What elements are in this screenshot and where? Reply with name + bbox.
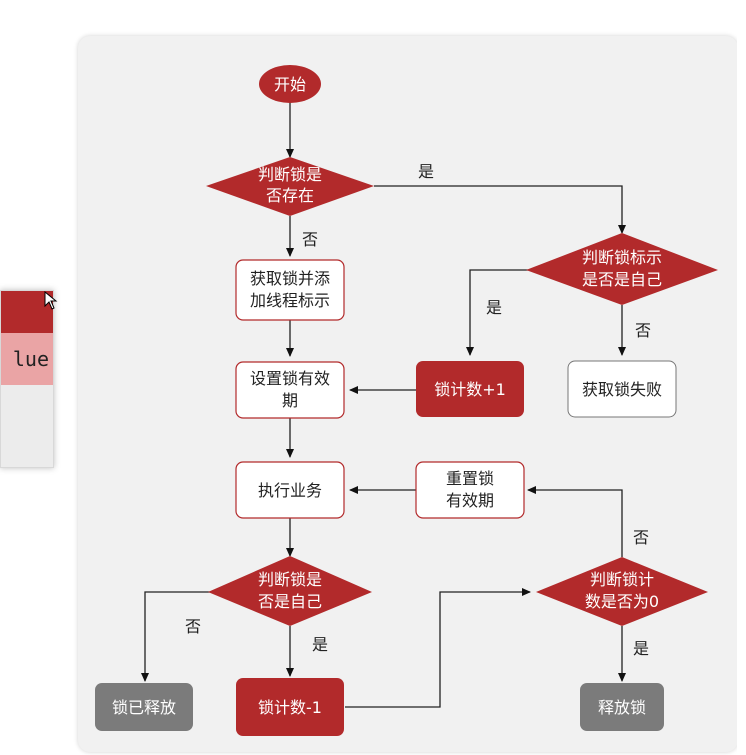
- lock-released-box: [95, 683, 193, 731]
- mouse-cursor-icon: [44, 291, 58, 310]
- d2-no-label: 否: [635, 321, 651, 340]
- decision-count-zero-line1: 判断锁计: [590, 570, 654, 589]
- release-lock-box: [580, 683, 664, 731]
- d2-yes-label: 是: [486, 298, 502, 317]
- reset-expire-line2: 有效期: [446, 491, 494, 510]
- decision-lock-exists-line1: 判断锁是: [258, 165, 322, 184]
- edge-d3-no: [141, 591, 212, 682]
- decision-count-zero: [536, 557, 708, 626]
- decision-lock-owner: [526, 233, 718, 305]
- d3-yes-label: 是: [312, 635, 328, 654]
- start-label: 开始: [274, 75, 306, 94]
- decision-is-owner-line2: 否是自己: [258, 592, 322, 611]
- acquire-lock-line2: 加线程标示: [250, 291, 330, 310]
- execute-business-box: [235, 461, 345, 519]
- decision-count-zero-line2: 数是否为0: [585, 592, 659, 611]
- acquire-lock-line1: 获取锁并添: [250, 269, 330, 288]
- edge-dec-d4: [345, 588, 531, 708]
- reset-expire-line1: 重置锁: [446, 469, 494, 488]
- acquire-fail-box: [567, 360, 677, 418]
- set-expire-box: [235, 361, 345, 419]
- count-decrement-box: [236, 678, 344, 736]
- decision-lock-owner-line1: 判断锁标示: [582, 248, 662, 267]
- decision-lock-exists: [206, 157, 374, 216]
- execute-business-label: 执行业务: [258, 481, 322, 500]
- table-cell-value: lue: [1, 333, 53, 385]
- edge-d2-yes: [466, 269, 528, 356]
- count-decrement-label: 锁计数-1: [258, 698, 322, 717]
- lock-released-label: 锁已释放: [112, 698, 176, 717]
- connectors: [141, 101, 626, 708]
- count-increment-label: 锁计数+1: [434, 380, 506, 399]
- decision-is-owner: [208, 556, 372, 626]
- d1-yes-label: 是: [418, 162, 434, 181]
- acquire-lock-box: [235, 259, 345, 321]
- decision-lock-exists-line2: 否存在: [266, 186, 314, 205]
- start-node: [259, 65, 321, 103]
- table-header: [1, 291, 53, 333]
- edge-d1-yes: [374, 185, 626, 234]
- decision-is-owner-line1: 判断锁是: [258, 570, 322, 589]
- acquire-fail-label: 获取锁失败: [582, 380, 662, 399]
- d4-yes-label: 是: [633, 639, 649, 658]
- d1-no-label: 否: [302, 230, 318, 249]
- d4-no-label: 否: [633, 528, 649, 547]
- partial-table-widget: lue: [0, 290, 54, 468]
- d3-no-label: 否: [185, 617, 201, 636]
- edge-d4-no: [527, 486, 623, 557]
- set-expire-line1: 设置锁有效: [250, 369, 330, 388]
- reset-expire-box: [415, 461, 525, 519]
- table-body: [1, 385, 53, 467]
- count-increment-box: [416, 361, 524, 417]
- set-expire-line2: 期: [282, 391, 298, 410]
- decision-lock-owner-line2: 是否是自己: [582, 270, 662, 289]
- release-lock-label: 释放锁: [598, 698, 646, 717]
